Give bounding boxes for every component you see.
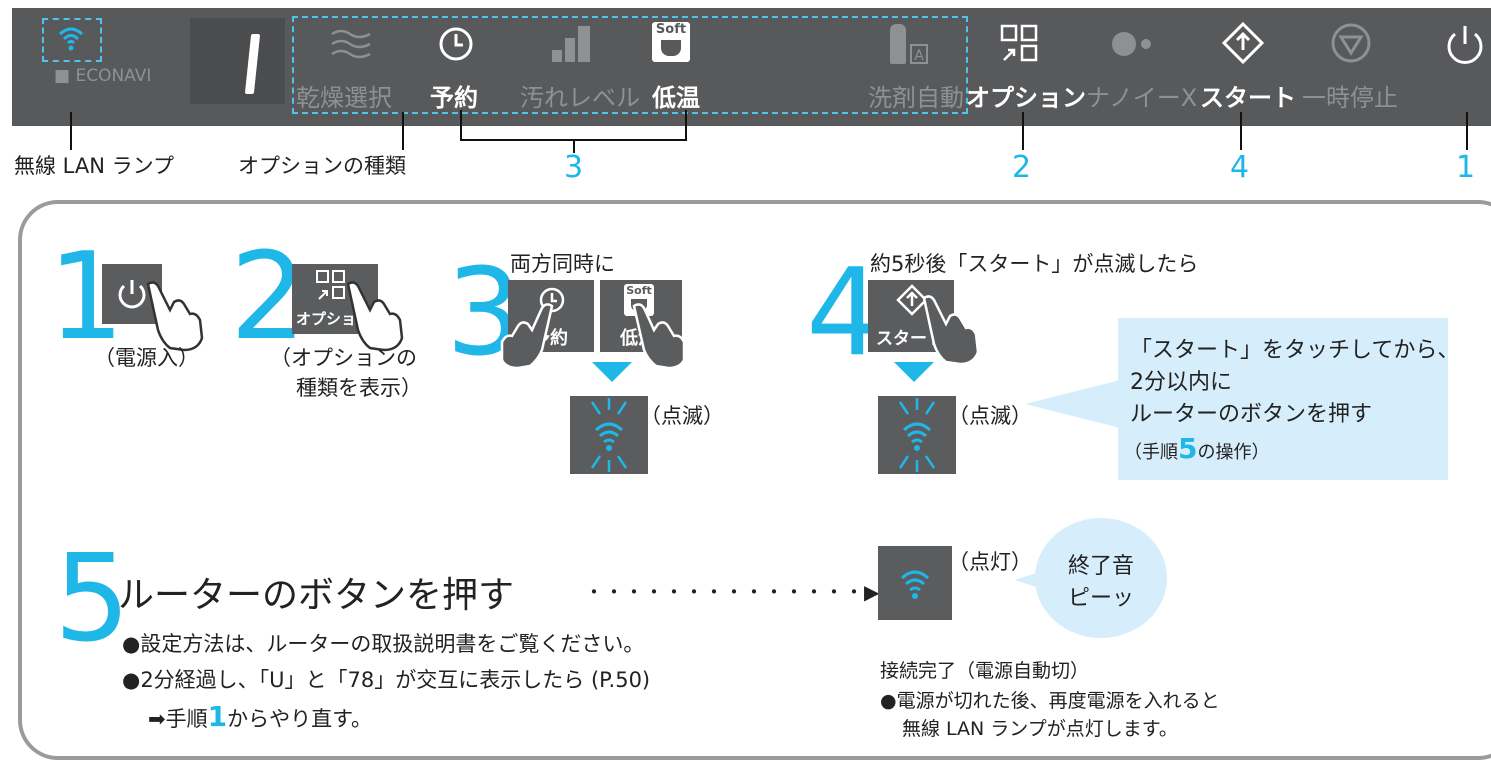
sound-line1: 終了音 bbox=[1067, 554, 1134, 579]
sound-bubble: 終了音 ピーッ bbox=[1035, 518, 1167, 638]
option-icon bbox=[1000, 24, 1038, 62]
leader-reserve bbox=[460, 110, 462, 140]
nanoe-icon bbox=[1112, 32, 1151, 56]
pause-icon bbox=[1331, 23, 1371, 63]
leader-3-stem bbox=[573, 139, 575, 153]
option-group-highlight bbox=[292, 16, 968, 114]
step-3-title: 両方同時に bbox=[510, 252, 615, 276]
wifi-blink-icon bbox=[590, 398, 628, 472]
step-4-title: 約5秒後「スタート」が点滅したら bbox=[870, 252, 1199, 276]
nanoe-label[interactable]: ナノイーX bbox=[1086, 84, 1198, 112]
econavi-logo: ■ ECONAVI bbox=[54, 66, 152, 86]
start-icon bbox=[896, 284, 928, 316]
option-icon bbox=[316, 270, 345, 300]
leader-lowtemp bbox=[685, 110, 687, 140]
callout-3: 3 bbox=[564, 150, 584, 185]
instruction-card bbox=[18, 200, 1491, 760]
callout-1: 1 bbox=[1456, 150, 1476, 185]
wifi-blink-icon bbox=[898, 398, 936, 472]
leader-option-types bbox=[402, 112, 404, 150]
detergent-bottle-icon bbox=[890, 24, 906, 64]
step-2-caption-line2: 種類を表示） bbox=[296, 376, 422, 400]
step-3-blink-caption: （点滅） bbox=[640, 404, 724, 428]
step-4-wifi-blink bbox=[878, 396, 956, 474]
step-2-caption-line1: （オプションの bbox=[270, 346, 417, 370]
leader-wifi bbox=[70, 112, 72, 150]
result-wifi-lit bbox=[878, 546, 952, 620]
step-1-caption: （電源入） bbox=[94, 346, 199, 370]
start-label[interactable]: スタート bbox=[1200, 84, 1296, 112]
result-done: 接続完了（電源自動切） bbox=[880, 660, 1090, 682]
info-line2: 2分以内に bbox=[1130, 370, 1232, 395]
dirt-level-icon bbox=[552, 26, 590, 62]
start-icon bbox=[1222, 22, 1264, 64]
sound-line2: ピーッ bbox=[1067, 586, 1134, 611]
wifi-icon bbox=[58, 27, 84, 51]
step-5-bullet2: ●2分経過し、「U」と「78」が交互に表示したら (P.50) bbox=[122, 668, 651, 692]
option-types-caption: オプションの種類 bbox=[238, 154, 406, 178]
info-line3: ルーターのボタンを押す bbox=[1130, 402, 1373, 427]
detergent-a-badge: A bbox=[910, 44, 928, 64]
dry-icon bbox=[331, 29, 371, 59]
step-5-bullet1: ●設定方法は、ルーターの取扱説明書をご覧ください。 bbox=[122, 632, 645, 656]
dirt-level-label[interactable]: 汚れレベル bbox=[520, 84, 640, 112]
step-5-bullet3: ➡手順1からやり直す。 bbox=[148, 700, 372, 733]
hand-icon bbox=[922, 295, 980, 366]
info-box-tail bbox=[1025, 380, 1120, 428]
detergent-auto-label[interactable]: 洗剤自動 bbox=[868, 84, 964, 112]
info-box: 「スタート」をタッチしてから、 2分以内に ルーターのボタンを押す （手順5の操… bbox=[1118, 318, 1459, 480]
soft-icon: Soft bbox=[652, 22, 690, 62]
step-4-arrow-down bbox=[894, 362, 934, 382]
step-5-dotted-arrow: ・・・・・・・・・・・・・・▶ bbox=[584, 580, 880, 604]
hand-icon bbox=[500, 303, 554, 370]
hand-icon bbox=[346, 281, 404, 352]
leader-power bbox=[1466, 112, 1468, 150]
power-icon bbox=[1447, 26, 1483, 64]
result-note2: 無線 LAN ランプが点灯します。 bbox=[902, 718, 1178, 740]
low-temp-label[interactable]: 低温 bbox=[652, 84, 700, 112]
step-4-blink-caption: （点滅） bbox=[948, 404, 1032, 428]
result-note1: ●電源が切れた後、再度電源を入れると bbox=[880, 690, 1220, 712]
dry-select-label[interactable]: 乾燥選択 bbox=[296, 84, 392, 112]
wifi-lamp-highlight bbox=[42, 18, 102, 62]
info-line4: （手順5の操作） bbox=[1124, 432, 1270, 465]
callout-4: 4 bbox=[1230, 150, 1250, 185]
info-line1: 「スタート」をタッチしてから、 bbox=[1130, 338, 1460, 363]
wifi-icon bbox=[900, 570, 930, 599]
step-5-title: ルーターのボタンを押す bbox=[118, 575, 515, 616]
step-5-number: 5 bbox=[54, 530, 131, 669]
step-3-arrow-down bbox=[592, 362, 632, 382]
option-label[interactable]: オプション bbox=[966, 84, 1086, 112]
pause-label[interactable]: 一時停止 bbox=[1302, 84, 1398, 112]
seven-segment-display bbox=[190, 18, 285, 104]
step-3-wifi-blink bbox=[570, 396, 648, 474]
leader-option bbox=[1022, 112, 1024, 150]
wifi-lamp-caption: 無線 LAN ランプ bbox=[14, 154, 174, 178]
leader-start bbox=[1240, 112, 1242, 150]
hand-icon bbox=[146, 281, 204, 352]
power-icon bbox=[118, 280, 146, 309]
clock-icon bbox=[439, 27, 473, 61]
reserve-label[interactable]: 予約 bbox=[430, 84, 478, 112]
callout-2: 2 bbox=[1012, 150, 1032, 185]
hand-icon bbox=[632, 303, 686, 370]
